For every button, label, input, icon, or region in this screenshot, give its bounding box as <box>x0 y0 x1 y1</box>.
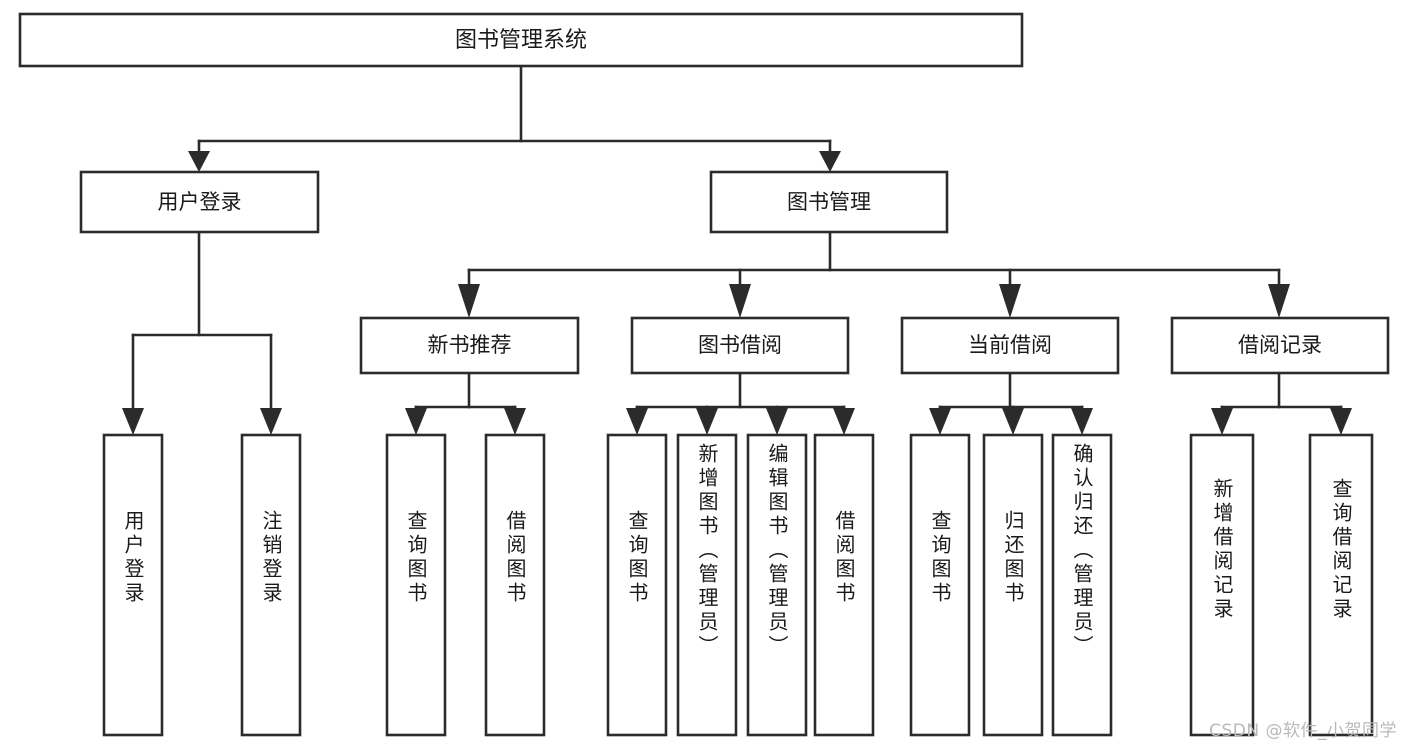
node-book-borrow-box[interactable] <box>630 316 850 375</box>
arrowhead-leaf-1 <box>260 408 282 435</box>
arrowhead-leaf-11 <box>1211 408 1233 435</box>
node-new-book-recommend-box[interactable] <box>359 316 580 375</box>
arrowhead-recommend <box>458 284 480 318</box>
node-leaf-query-book-2-box[interactable] <box>606 433 668 737</box>
node-book-borrow[interactable]: 图书借阅 <box>630 316 850 375</box>
node-book-manage-box[interactable] <box>709 170 949 234</box>
arrowhead-leaf-8 <box>929 408 951 435</box>
node-leaf-confirm-return-box[interactable] <box>1051 433 1113 737</box>
leaf-box-layer[interactable] <box>102 433 1374 737</box>
arrowhead-current <box>999 284 1021 318</box>
node-leaf-edit-book-box[interactable] <box>746 433 808 737</box>
node-leaf-query-record-box[interactable] <box>1308 433 1374 737</box>
node-leaf-borrow-book-1-box[interactable] <box>484 433 546 737</box>
node-leaf-add-book-box[interactable] <box>676 433 738 737</box>
node-current-borrow-label: 当前借阅 <box>968 333 1052 357</box>
arrowhead-leaf-7 <box>833 408 855 435</box>
node-leaf-add-record-box[interactable] <box>1189 433 1255 737</box>
node-leaf-logout-box[interactable] <box>240 433 302 737</box>
node-borrow-record[interactable]: 借阅记录 <box>1170 316 1390 375</box>
node-new-book-recommend-label: 新书推荐 <box>428 333 512 357</box>
node-leaf-query-book-3-box[interactable] <box>909 433 971 737</box>
arrowhead-record <box>1268 284 1290 318</box>
node-user-login-label: 用户登录 <box>158 190 242 214</box>
arrowhead-book-manage <box>819 151 841 172</box>
node-root-label: 图书管理系统 <box>455 28 587 53</box>
node-leaf-return-book-box[interactable] <box>982 433 1044 737</box>
arrowhead-leaf-2 <box>405 408 427 435</box>
arrowhead-borrow <box>729 284 751 318</box>
node-book-manage-label: 图书管理 <box>787 190 871 214</box>
arrowhead-leaf-10 <box>1071 408 1093 435</box>
arrowhead-layer <box>122 151 1352 435</box>
node-user-login[interactable]: 用户登录 <box>79 170 320 234</box>
arrowhead-leaf-9 <box>1002 408 1024 435</box>
node-user-login-box[interactable] <box>79 170 320 234</box>
node-book-manage[interactable]: 图书管理 <box>709 170 949 234</box>
node-root[interactable]: 图书管理系统 <box>18 12 1024 68</box>
node-borrow-record-label: 借阅记录 <box>1238 333 1322 357</box>
arrowhead-leaf-3 <box>504 408 526 435</box>
node-borrow-record-box[interactable] <box>1170 316 1390 375</box>
node-new-book-recommend[interactable]: 新书推荐 <box>359 316 580 375</box>
arrowhead-leaf-0 <box>122 408 144 435</box>
arrowhead-leaf-4 <box>626 408 648 435</box>
arrowhead-leaf-12 <box>1330 408 1352 435</box>
arrowhead-leaf-5 <box>696 408 718 435</box>
node-book-borrow-label: 图书借阅 <box>698 333 782 357</box>
node-root-box[interactable] <box>18 12 1024 68</box>
node-leaf-query-book-1-box[interactable] <box>385 433 447 737</box>
node-current-borrow-box[interactable] <box>900 316 1120 375</box>
node-current-borrow[interactable]: 当前借阅 <box>900 316 1120 375</box>
arrowhead-user-login <box>188 151 210 172</box>
arrowhead-leaf-6 <box>766 408 788 435</box>
watermark: CSDN @软件_小贺同学 <box>1209 721 1397 741</box>
node-leaf-borrow-book-2-box[interactable] <box>813 433 875 737</box>
node-leaf-user-login-box[interactable] <box>102 433 164 737</box>
